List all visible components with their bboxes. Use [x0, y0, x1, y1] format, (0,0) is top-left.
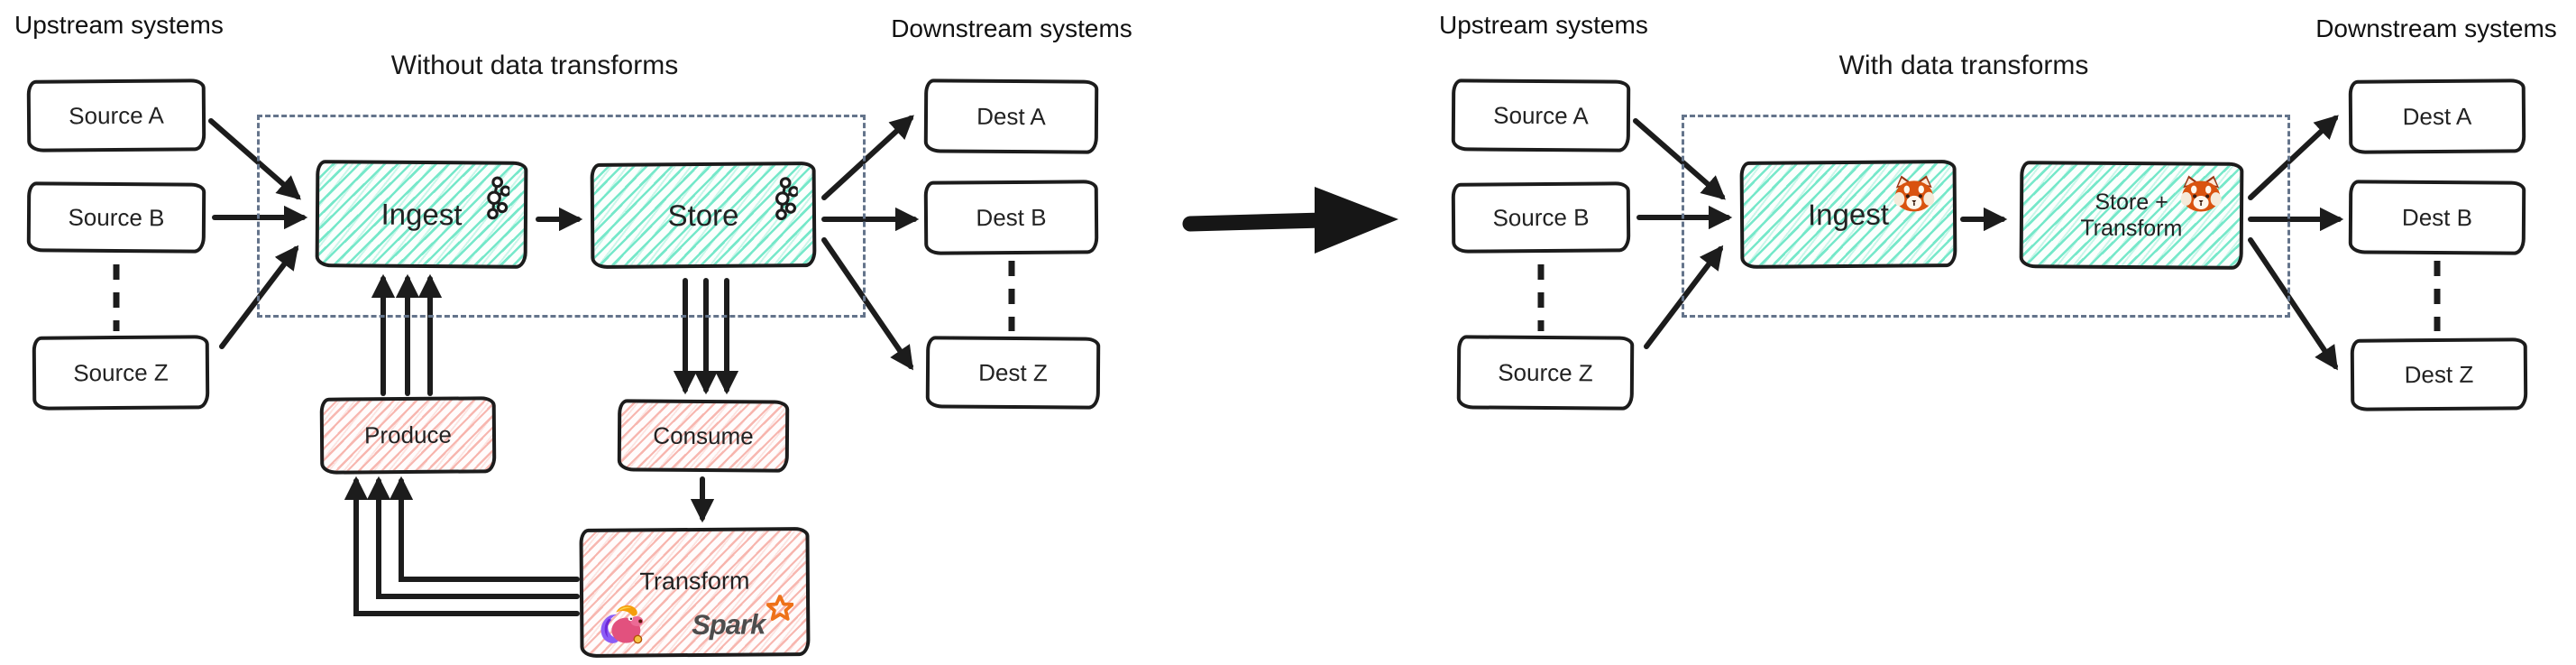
dest-z-label-left: Dest Z: [978, 358, 1048, 386]
dest-z-box-left: Dest Z: [925, 336, 1101, 410]
source-a-box-left: Source A: [26, 79, 206, 152]
source-z-label-left: Source Z: [73, 358, 169, 386]
ingest-box-right: Ingest: [1739, 160, 1957, 269]
arrow-transform-produce-2: [366, 476, 580, 599]
store-label-left: Store: [667, 198, 739, 232]
store-transform-line1: Store +: [2095, 189, 2168, 215]
transform-label: Transform: [639, 567, 750, 596]
source-b-box-left: Source B: [26, 181, 206, 254]
source-a-label-right: Source A: [1493, 101, 1589, 129]
produce-box: Produce: [319, 396, 497, 475]
big-transition-arrow: [1182, 187, 1398, 254]
upstream-label-left: Upstream systems: [14, 11, 224, 39]
source-a-label-left: Source A: [69, 101, 164, 129]
source-b-label-right: Source B: [1492, 203, 1590, 231]
dest-z-label-right: Dest Z: [2404, 360, 2474, 388]
upstream-label-right: Upstream systems: [1439, 11, 1648, 39]
diagram-title-right: With data transforms: [1838, 51, 2089, 80]
dest-a-label-left: Dest A: [976, 102, 1046, 130]
kafka-icon: [487, 176, 510, 220]
ingest-box-left: Ingest: [315, 160, 528, 269]
dest-b-box-left: Dest B: [923, 180, 1099, 255]
source-a-box-right: Source A: [1451, 79, 1631, 152]
consume-box: Consume: [617, 399, 790, 473]
produce-label: Produce: [363, 420, 453, 449]
source-b-label-left: Source B: [68, 203, 165, 231]
spark-star-icon: [766, 595, 794, 621]
consume-label: Consume: [653, 421, 754, 449]
store-transform-label-right: Store + Transform: [2080, 189, 2182, 242]
source-b-box-right: Source B: [1451, 181, 1631, 254]
dest-a-box-left: Dest A: [923, 79, 1099, 154]
source-z-box-right: Source Z: [1456, 335, 1635, 411]
dest-b-box-right: Dest B: [2348, 180, 2526, 255]
source-z-box-left: Source Z: [32, 335, 210, 411]
downstream-label-right: Downstream systems: [2315, 14, 2557, 42]
streaming-platform-boundary-left: [257, 115, 866, 318]
store-box-left: Store: [590, 162, 817, 269]
transform-box: Transform Spark: [579, 527, 811, 658]
store-transform-box-right: Store + Transform: [2019, 161, 2244, 270]
kafka-icon: [775, 177, 799, 221]
streaming-platform-boundary-right: [1682, 115, 2290, 318]
ingest-label-left: Ingest: [380, 197, 463, 231]
source-z-label-right: Source Z: [1498, 358, 1593, 386]
dest-a-label-right: Dest A: [2402, 102, 2472, 130]
ingest-label-right: Ingest: [1807, 197, 1890, 231]
redpanda-icon: [2180, 175, 2222, 212]
flink-squirrel-icon: [600, 605, 644, 644]
store-transform-line2: Transform: [2080, 215, 2183, 241]
dest-z-box-right: Dest Z: [2350, 337, 2528, 411]
diagram-title-left: Without data transforms: [390, 51, 679, 80]
downstream-label-left: Downstream systems: [891, 14, 1132, 42]
redpanda-icon: [1893, 175, 1935, 212]
dest-b-label-right: Dest B: [2401, 203, 2473, 231]
spark-wordmark: Spark: [691, 608, 765, 642]
arrow-transform-produce-1: [344, 476, 580, 616]
arrow-transform-produce-3: [389, 476, 580, 582]
dest-a-box-right: Dest A: [2348, 79, 2526, 154]
spark-logo: Spark: [691, 595, 794, 642]
dest-b-label-left: Dest B: [976, 203, 1047, 231]
